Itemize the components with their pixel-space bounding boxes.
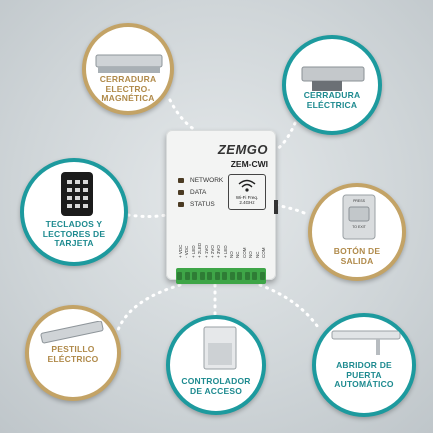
controller-icon (203, 326, 237, 370)
pin-labels: + VDC - VDC + LED + 2LED + 1VO + 2VO + 3… (178, 242, 266, 258)
exit-button-face-text-2: TO EXIT (352, 225, 366, 229)
exit-button-label: BOTÓN DE SALIDA (333, 246, 381, 266)
zem-cwi-controller: ZEMGO ZEM-CWI NETWORK DATA STATUS Wi-Fi … (166, 130, 278, 284)
opener-label: ABRIDOR DE PUERTA AUTOMÁTICO (334, 360, 394, 389)
wifi-icon (238, 179, 256, 192)
mag-lock-bubble: CERRADURA ELECTRO- MAGNÉTICA (82, 23, 174, 115)
led-network: NETWORK (178, 174, 223, 186)
status-leds: NETWORK DATA STATUS (178, 174, 223, 210)
side-connector (274, 200, 278, 214)
controller-bubble: CONTROLADOR DE ACCESO (166, 315, 266, 415)
wifi-panel: Wi-Fi Freq. 2.4GHz (228, 174, 266, 210)
strike-label: CERRADURA ELÉCTRICA (303, 90, 361, 110)
mag-lock-icon (95, 54, 163, 73)
electric-strike-icon (301, 66, 365, 91)
bolt-bubble: PESTILLO ELÉCTRICO (25, 305, 121, 401)
controller-label: CONTROLADOR DE ACCESO (181, 376, 251, 396)
brand-logo: ZEMGO (217, 142, 268, 157)
electric-bolt-icon (40, 321, 104, 344)
exit-button-face-text: PRESS (353, 199, 365, 203)
keypad-bubble: TECLADOS Y LECTORES DE TARJETA (20, 158, 128, 266)
led-status: STATUS (178, 198, 223, 210)
exit-button-bubble: PRESS TO EXIT BOTÓN DE SALIDA (308, 183, 406, 281)
mag-lock-label: CERRADURA ELECTRO- MAGNÉTICA (99, 74, 157, 103)
led-data: DATA (178, 186, 223, 198)
terminal-block (176, 268, 266, 284)
model-name: ZEM-CWI (230, 159, 268, 169)
door-opener-icon (331, 330, 401, 355)
strike-bubble: CERRADURA ELÉCTRICA (282, 35, 382, 135)
opener-bubble: ABRIDOR DE PUERTA AUTOMÁTICO (312, 313, 416, 417)
keypad-icon (61, 172, 93, 216)
bolt-label: PESTILLO ELÉCTRICO (47, 344, 99, 364)
exit-button-icon (342, 194, 376, 240)
keypad-label: TECLADOS Y LECTORES DE TARJETA (42, 219, 106, 248)
